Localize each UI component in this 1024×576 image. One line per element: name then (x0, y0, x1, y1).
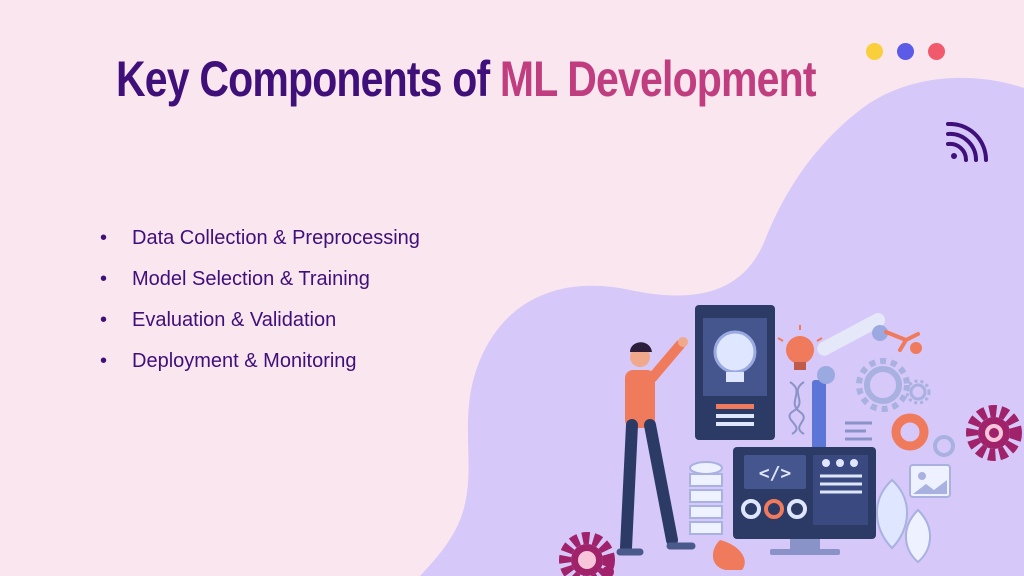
code-icon: </> (759, 463, 792, 484)
page-title: Key Components of ML Development (116, 51, 817, 107)
yellow-dot (866, 43, 883, 60)
text-lines (845, 421, 872, 441)
plant-icon (712, 478, 932, 570)
gear-icon (891, 413, 955, 457)
gear-icon (966, 405, 1022, 461)
bullet-item: Evaluation & Validation (100, 300, 440, 341)
tablet-screen (695, 305, 775, 440)
bullet-item: Deployment & Monitoring (100, 341, 440, 382)
bullet-item: Data Collection & Preprocessing (100, 218, 440, 259)
monitor-icon: </> (733, 447, 876, 555)
bullet-item: Model Selection & Training (100, 259, 440, 300)
bullet-list: Data Collection & Preprocessing Model Se… (100, 218, 440, 382)
dna-icon (788, 381, 805, 435)
lightbulb-icon (777, 325, 823, 370)
gear-icon (905, 379, 931, 405)
title-part-1: Key Components of (116, 51, 500, 107)
window-dots (866, 43, 945, 60)
person-figure (616, 337, 696, 556)
blue-dot (897, 43, 914, 60)
wifi-icon (946, 122, 989, 162)
image-card-icon (909, 464, 951, 498)
red-dot (928, 43, 945, 60)
database-icon (689, 461, 723, 535)
gear-icon (559, 532, 615, 576)
title-part-2: ML Development (499, 51, 817, 107)
robot-arm-icon (812, 313, 922, 450)
gear-icon (856, 358, 910, 412)
